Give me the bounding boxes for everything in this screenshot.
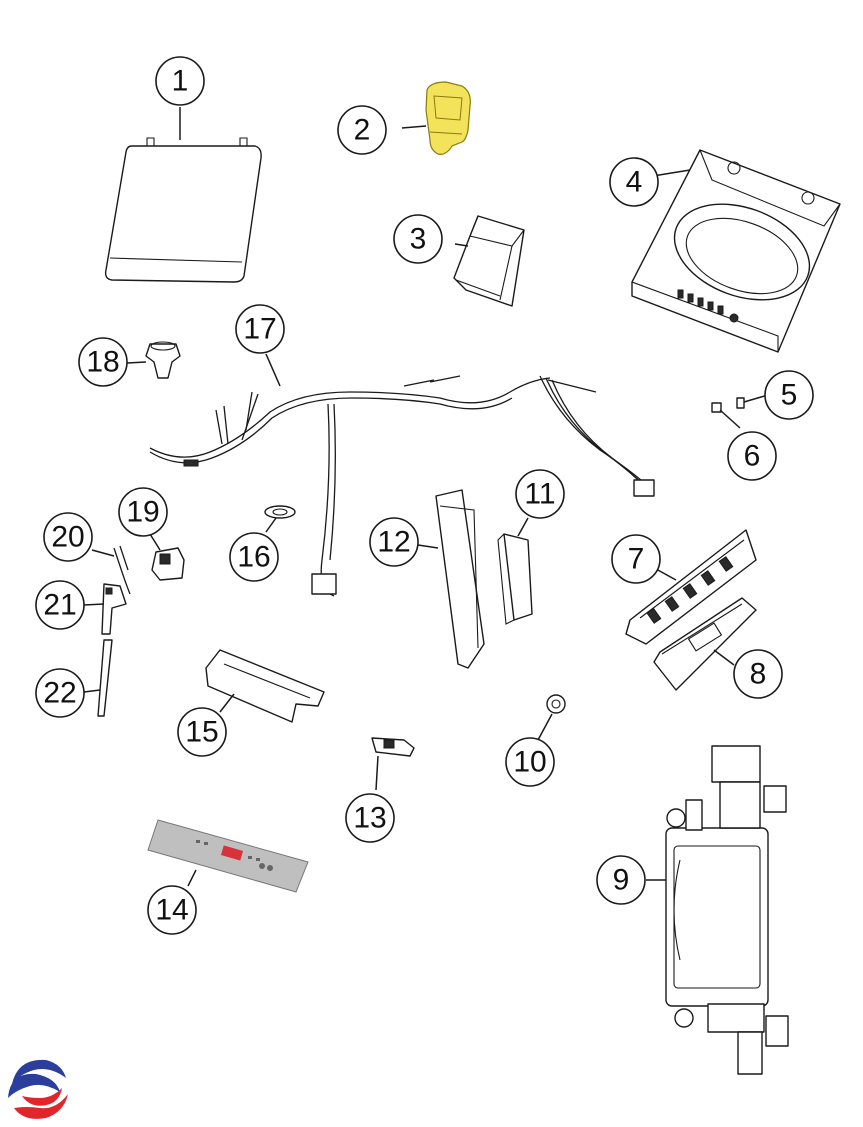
callout-15: 15: [177, 707, 227, 757]
part-lid: [104, 137, 262, 283]
svg-text:20: 20: [51, 521, 84, 554]
callout-21: 21: [35, 580, 85, 630]
svg-text:6: 6: [744, 440, 761, 473]
part-small-seal: [546, 694, 566, 714]
callout-1: 1: [155, 56, 205, 106]
callout-18: 18: [78, 337, 128, 387]
callout-19: 19: [118, 487, 168, 537]
svg-text:13: 13: [353, 802, 386, 835]
brand-logo: [4, 1059, 68, 1124]
callout-4: 4: [609, 157, 659, 207]
leader-lines: [83, 107, 769, 887]
part-top-cover: [631, 149, 841, 353]
svg-text:8: 8: [750, 658, 767, 691]
part-lid-switch: [151, 547, 185, 581]
svg-text:11: 11: [524, 478, 555, 511]
callout-12: 12: [369, 517, 419, 567]
svg-text:19: 19: [126, 496, 159, 529]
svg-text:16: 16: [237, 541, 270, 574]
part-side-panel: [435, 489, 485, 669]
part-spring: [113, 545, 131, 595]
svg-text:15: 15: [185, 716, 218, 749]
callout-11: 11: [515, 469, 565, 519]
part-dispenser-cup: [425, 81, 471, 155]
callout-16: 16: [229, 532, 279, 582]
callout-14: 14: [147, 885, 197, 935]
svg-text:10: 10: [513, 746, 546, 779]
part-wiring-harness: [149, 375, 655, 597]
part-control-board: [625, 529, 757, 645]
callout-2: 2: [337, 105, 387, 155]
part-strip: [97, 639, 113, 717]
callout-9: 9: [596, 855, 646, 905]
svg-text:5: 5: [781, 379, 798, 412]
svg-text:18: 18: [86, 346, 119, 379]
callout-20: 20: [43, 512, 93, 562]
svg-text:12: 12: [377, 526, 410, 559]
svg-text:4: 4: [626, 166, 643, 199]
callout-17: 17: [235, 304, 285, 354]
callout-3: 3: [393, 214, 443, 264]
part-label-5: [736, 397, 745, 409]
part-washer-ring: [264, 505, 296, 519]
svg-text:3: 3: [410, 223, 427, 256]
part-switch: [371, 737, 415, 757]
svg-text:14: 14: [155, 894, 188, 927]
svg-text:7: 7: [628, 543, 645, 576]
callout-8: 8: [733, 649, 783, 699]
part-channel-bracket: [497, 533, 533, 625]
callout-13: 13: [345, 793, 395, 843]
callout-6: 6: [727, 431, 777, 481]
callout-22: 22: [35, 668, 85, 718]
svg-text:2: 2: [354, 114, 371, 147]
callout-5: 5: [764, 370, 814, 420]
part-motor-assembly: [665, 745, 789, 1075]
svg-text:17: 17: [243, 313, 276, 346]
callout-10: 10: [505, 737, 555, 787]
part-hinge: [101, 583, 127, 635]
part-label-6: [711, 402, 722, 413]
svg-text:21: 21: [43, 589, 76, 622]
part-detergent-drawer: [453, 215, 525, 307]
part-base-plate: [205, 649, 325, 723]
svg-text:1: 1: [172, 65, 189, 98]
svg-text:9: 9: [613, 864, 630, 897]
highlighted-part: [425, 81, 471, 155]
svg-text:22: 22: [43, 677, 76, 710]
part-control-decal: [147, 819, 309, 893]
part-pressure-sensor: [145, 341, 181, 379]
callout-7: 7: [611, 534, 661, 584]
part-board-housing: [653, 597, 757, 691]
